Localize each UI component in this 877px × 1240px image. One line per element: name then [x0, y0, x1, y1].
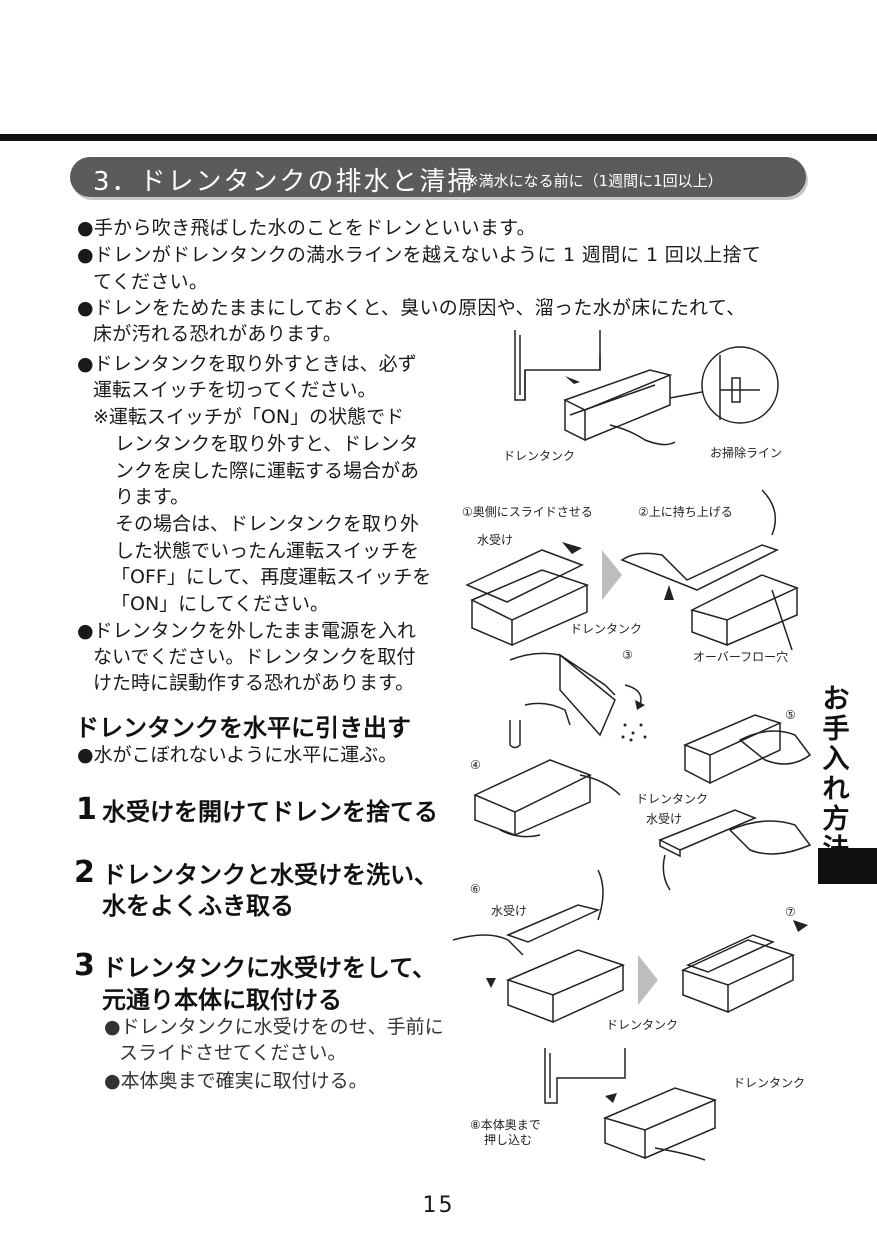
step-3-line-2: 元通り本体に取付ける	[102, 986, 342, 1014]
step-3-note-1-line-2: スライドさせてください。	[119, 1042, 347, 1064]
caution-note-line-7: 「OFF」にして、再度運転スイッチを	[111, 566, 432, 588]
step-1-number: 1	[76, 792, 97, 827]
label-drain-tank-g: ドレンタンク	[733, 1076, 806, 1090]
side-tab-char: 手	[822, 714, 850, 745]
figure-lift-tray	[465, 489, 799, 651]
label-step-1: ①奥側にスライドさせる	[462, 505, 593, 519]
caution-bullet-1-line-1: ●ドレンタンクを取り外すときは、必ず	[77, 353, 417, 375]
section-title: 3．ドレンタンクの排水と清掃	[93, 167, 476, 197]
step-3-note-2: ●本体奥まで確実に取付ける。	[104, 1070, 368, 1092]
caution-note-line-8: 「ON」にしてください。	[111, 593, 330, 615]
label-clean-line: お掃除ライン	[710, 446, 783, 460]
label-water-tray-e: 水受け	[646, 812, 683, 826]
intro-bullet-2-line-2: てください。	[93, 271, 209, 293]
figure-wipe-tank	[683, 714, 812, 785]
caution-note-line-5: その場合は、ドレンタンクを取り外	[115, 513, 420, 535]
caution-bullet-2-line-2: ないでください。ドレンタンクを取付	[93, 646, 416, 668]
caution-note-line-3: ンクを戻した際に運転する場合があ	[115, 460, 420, 482]
label-step-8-line-2: 押し込む	[484, 1133, 533, 1147]
figure-push-tank	[544, 1048, 718, 1161]
side-tab-char: お	[822, 684, 850, 715]
side-tab-char: 方	[822, 804, 850, 835]
caution-bullet-2-line-3: けた時に誤動作する恐れがあります。	[93, 672, 415, 694]
label-step-4: ④	[470, 758, 481, 772]
label-step-2: ②上に持ち上げる	[638, 505, 733, 519]
section-subtitle: ※満水になる前に（1週間に1回以上）	[466, 172, 723, 190]
label-water-tray-f: 水受け	[491, 904, 528, 918]
label-overflow-hole: オーバーフロー穴	[693, 650, 789, 664]
step-2-line-2: 水をよくふき取る	[102, 892, 294, 920]
side-tab-char: れ	[822, 774, 850, 805]
label-water-tray-b: 水受け	[477, 533, 514, 547]
step-2-number: 2	[74, 855, 95, 890]
intro-bullet-1: ●手から吹き飛ばした水のことをドレンといいます。	[77, 217, 536, 239]
section-header-pill	[70, 157, 806, 197]
page-number: 15	[422, 1193, 455, 1218]
caution-note-line-4: ります。	[115, 486, 190, 508]
step-2-line-1: ドレンタンクと水受けを洗い、	[102, 861, 438, 889]
pull-note: ●水がこぼれないように水平に運ぶ。	[77, 744, 398, 766]
label-drain-tank-a: ドレンタンク	[503, 449, 576, 463]
step-3-line-1: ドレンタンクに水受けをして、	[102, 954, 437, 982]
label-step-5: ⑤	[785, 708, 796, 722]
side-tab-label: お 手 入 れ 方 法	[816, 685, 856, 865]
label-drain-tank-e: ドレンタンク	[636, 792, 709, 806]
caution-note-line-2: レンタンクを取り外すと、ドレンタ	[115, 433, 419, 455]
top-rule	[0, 134, 877, 141]
side-tab-marker	[818, 848, 877, 884]
step-3-number: 3	[74, 948, 95, 983]
caution-bullet-2-line-1: ●ドレンタンクを外したまま電源を入れ	[77, 620, 417, 642]
step-3-note-1-line-1: ●ドレンタンクに水受けをのせ、手前に	[104, 1016, 444, 1038]
figure-place-tray	[452, 869, 808, 1024]
label-step-8-line-1: ⑧本体奥まで	[470, 1118, 541, 1132]
label-step-3: ③	[622, 648, 633, 662]
label-drain-tank-b: ドレンタンク	[570, 622, 643, 636]
side-tab-char: 入	[822, 744, 850, 775]
label-step-6: ⑥	[470, 882, 481, 896]
intro-bullet-3-line-2: 床が汚れる恐れがあります。	[93, 323, 343, 345]
caution-note-line-6: した状態でいったん運転スイッチを	[115, 540, 420, 562]
step-1-text: 水受けを開けてドレンを捨てる	[102, 798, 438, 826]
figure-pour-drain	[509, 652, 647, 742]
figure-remove-tank	[514, 330, 779, 446]
caution-bullet-1-line-2: 運転スイッチを切ってください。	[93, 379, 377, 401]
intro-bullet-2-line-1: ●ドレンがドレンタンクの満水ラインを越えないように 1 週間に 1 回以上捨て	[77, 244, 762, 266]
intro-bullet-3-line-1: ●ドレンをためたままにしておくと、臭いの原因や、溜った水が床にたれて、	[77, 297, 746, 319]
figure-wash-tank	[473, 720, 621, 838]
caution-note-line-1: ※運転スイッチが「ON」の状態でド	[93, 406, 405, 428]
label-drain-tank-f: ドレンタンク	[606, 1018, 679, 1032]
figure-wipe-tray	[658, 809, 812, 891]
pull-heading: ドレンタンクを水平に引き出す	[75, 714, 411, 742]
label-step-7: ⑦	[785, 905, 796, 919]
